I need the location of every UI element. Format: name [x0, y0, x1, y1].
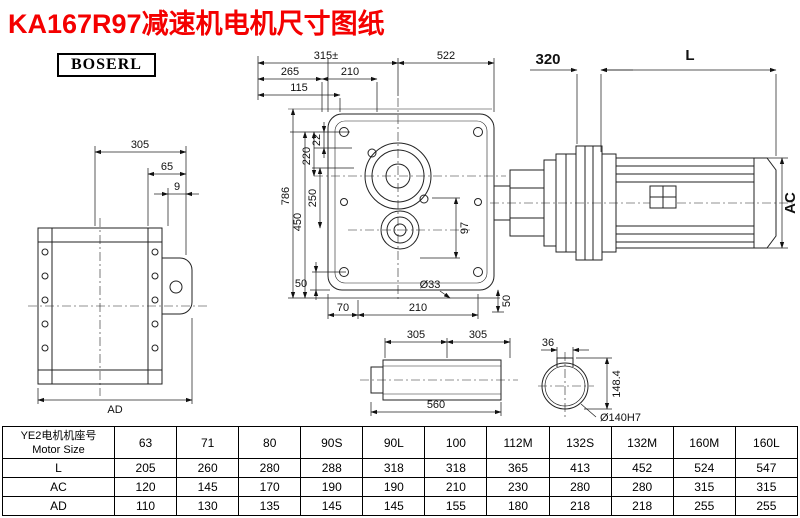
dim-cell: 365 — [486, 458, 550, 478]
dim-label-220: 220 — [301, 147, 313, 165]
motor-size-header-en: Motor Size — [32, 443, 85, 456]
motor-view-outline — [490, 145, 794, 261]
motor-size-header: YE2电机机座号 Motor Size — [2, 426, 115, 459]
dim-cell: 180 — [486, 496, 550, 516]
dim-cell: 190 — [300, 477, 364, 497]
dim-cell: 145 — [176, 477, 240, 497]
shaft-view-outline — [360, 359, 518, 401]
dim-label-115: 115 — [290, 82, 308, 94]
dim-label-522: 522 — [437, 50, 455, 62]
dim-label-265: 265 — [281, 66, 299, 78]
table-row-AC: AC 120 145 170 190 190 210 230 280 280 3… — [2, 477, 799, 497]
table-row-L: L 205 260 280 288 318 318 365 413 452 52… — [2, 458, 799, 478]
dim-label-AC: AC — [782, 192, 799, 214]
size-col-header: 160L — [734, 426, 799, 459]
dim-label-dia140H7: Ø140H7 — [600, 412, 641, 424]
dim-cell: 218 — [548, 496, 612, 516]
dim-cell: 452 — [610, 458, 674, 478]
dim-label-dia33: Ø33 — [420, 279, 441, 291]
dim-cell: 210 — [424, 477, 488, 497]
size-col-header: 112M — [486, 426, 550, 459]
dim-cell: 130 — [176, 496, 240, 516]
dim-label-320: 320 — [535, 51, 560, 68]
table-row-AD: AD 110 130 135 145 145 155 180 218 218 2… — [2, 496, 799, 516]
dim-cell: 318 — [424, 458, 488, 478]
size-col-header: 132M — [610, 426, 674, 459]
motor-view-dimension-lines — [530, 67, 788, 249]
dim-label-210-bottom: 210 — [409, 302, 427, 314]
dim-cell: 413 — [548, 458, 612, 478]
side-view-dimension-lines — [37, 146, 199, 404]
dim-cell: 110 — [113, 496, 178, 516]
dim-cell: 547 — [734, 458, 799, 478]
dim-label-305-a: 305 — [407, 329, 425, 341]
dim-label-65: 65 — [161, 161, 173, 173]
dim-cell: 230 — [486, 477, 550, 497]
dim-cell: 120 — [113, 477, 178, 497]
dim-cell: 190 — [362, 477, 426, 497]
dim-cell: 524 — [672, 458, 736, 478]
dim-cell: 260 — [176, 458, 240, 478]
dim-label-9: 9 — [174, 181, 180, 193]
dim-label-148-4: 148.4 — [611, 370, 623, 398]
dim-label-450: 450 — [292, 213, 304, 231]
row-label-L: L — [2, 458, 115, 478]
dim-label-22: 22 — [311, 134, 323, 146]
dim-cell: 280 — [610, 477, 674, 497]
dim-label-786: 786 — [280, 187, 292, 205]
dim-label-560: 560 — [427, 399, 445, 411]
dim-label-50-left: 50 — [295, 278, 307, 290]
dim-label-305-b: 305 — [469, 329, 487, 341]
shaft-view-dimension-lines — [370, 338, 511, 416]
dim-cell: 170 — [238, 477, 302, 497]
front-view-dimension-lines — [257, 56, 504, 319]
dim-cell: 318 — [362, 458, 426, 478]
side-view-outline — [28, 218, 208, 396]
bore-view-outline — [538, 352, 594, 418]
dim-cell: 145 — [300, 496, 364, 516]
dim-label-AD: AD — [107, 404, 122, 416]
table-size-row: YE2电机机座号 Motor Size 63 71 80 90S 90L 100… — [2, 426, 799, 459]
dim-cell: 315 — [734, 477, 799, 497]
dim-cell: 145 — [362, 496, 426, 516]
dim-label-L: L — [685, 47, 694, 64]
technical-drawing: 305 65 9 AD — [28, 47, 799, 424]
motor-size-header-cn: YE2电机机座号 — [20, 429, 97, 442]
row-label-AD: AD — [2, 496, 115, 516]
page-title: KA167R97减速机电机尺寸图纸 — [8, 9, 385, 39]
dim-cell: 205 — [113, 458, 178, 478]
dim-label-315: 315± — [314, 50, 338, 62]
size-col-header: 100 — [424, 426, 488, 459]
front-view-outline — [288, 98, 506, 302]
dim-label-97: 97 — [459, 222, 471, 234]
size-col-header: 80 — [238, 426, 302, 459]
dim-cell: 255 — [734, 496, 799, 516]
size-col-header: 90S — [300, 426, 364, 459]
size-col-header: 132S — [548, 426, 612, 459]
dim-cell: 315 — [672, 477, 736, 497]
dim-label-250: 250 — [307, 189, 319, 207]
size-col-header: 63 — [113, 426, 178, 459]
dim-cell: 288 — [300, 458, 364, 478]
dim-label-210-top: 210 — [341, 66, 359, 78]
dim-cell: 280 — [238, 458, 302, 478]
motor-size-table: YE2电机机座号 Motor Size 63 71 80 90S 90L 100… — [2, 426, 799, 516]
dim-label-side-305: 305 — [131, 139, 149, 151]
size-col-header: 90L — [362, 426, 426, 459]
bore-view-dimension-lines — [541, 347, 612, 418]
row-label-AC: AC — [2, 477, 115, 497]
dim-label-70: 70 — [337, 302, 349, 314]
size-col-header: 71 — [176, 426, 240, 459]
dim-cell: 218 — [610, 496, 674, 516]
dim-cell: 155 — [424, 496, 488, 516]
brand-logo: BOSERL — [57, 53, 156, 77]
size-col-header: 160M — [672, 426, 736, 459]
dim-label-36: 36 — [542, 337, 554, 349]
dim-cell: 135 — [238, 496, 302, 516]
dim-cell: 280 — [548, 477, 612, 497]
dim-cell: 255 — [672, 496, 736, 516]
dim-label-50-right: 50 — [501, 295, 513, 307]
